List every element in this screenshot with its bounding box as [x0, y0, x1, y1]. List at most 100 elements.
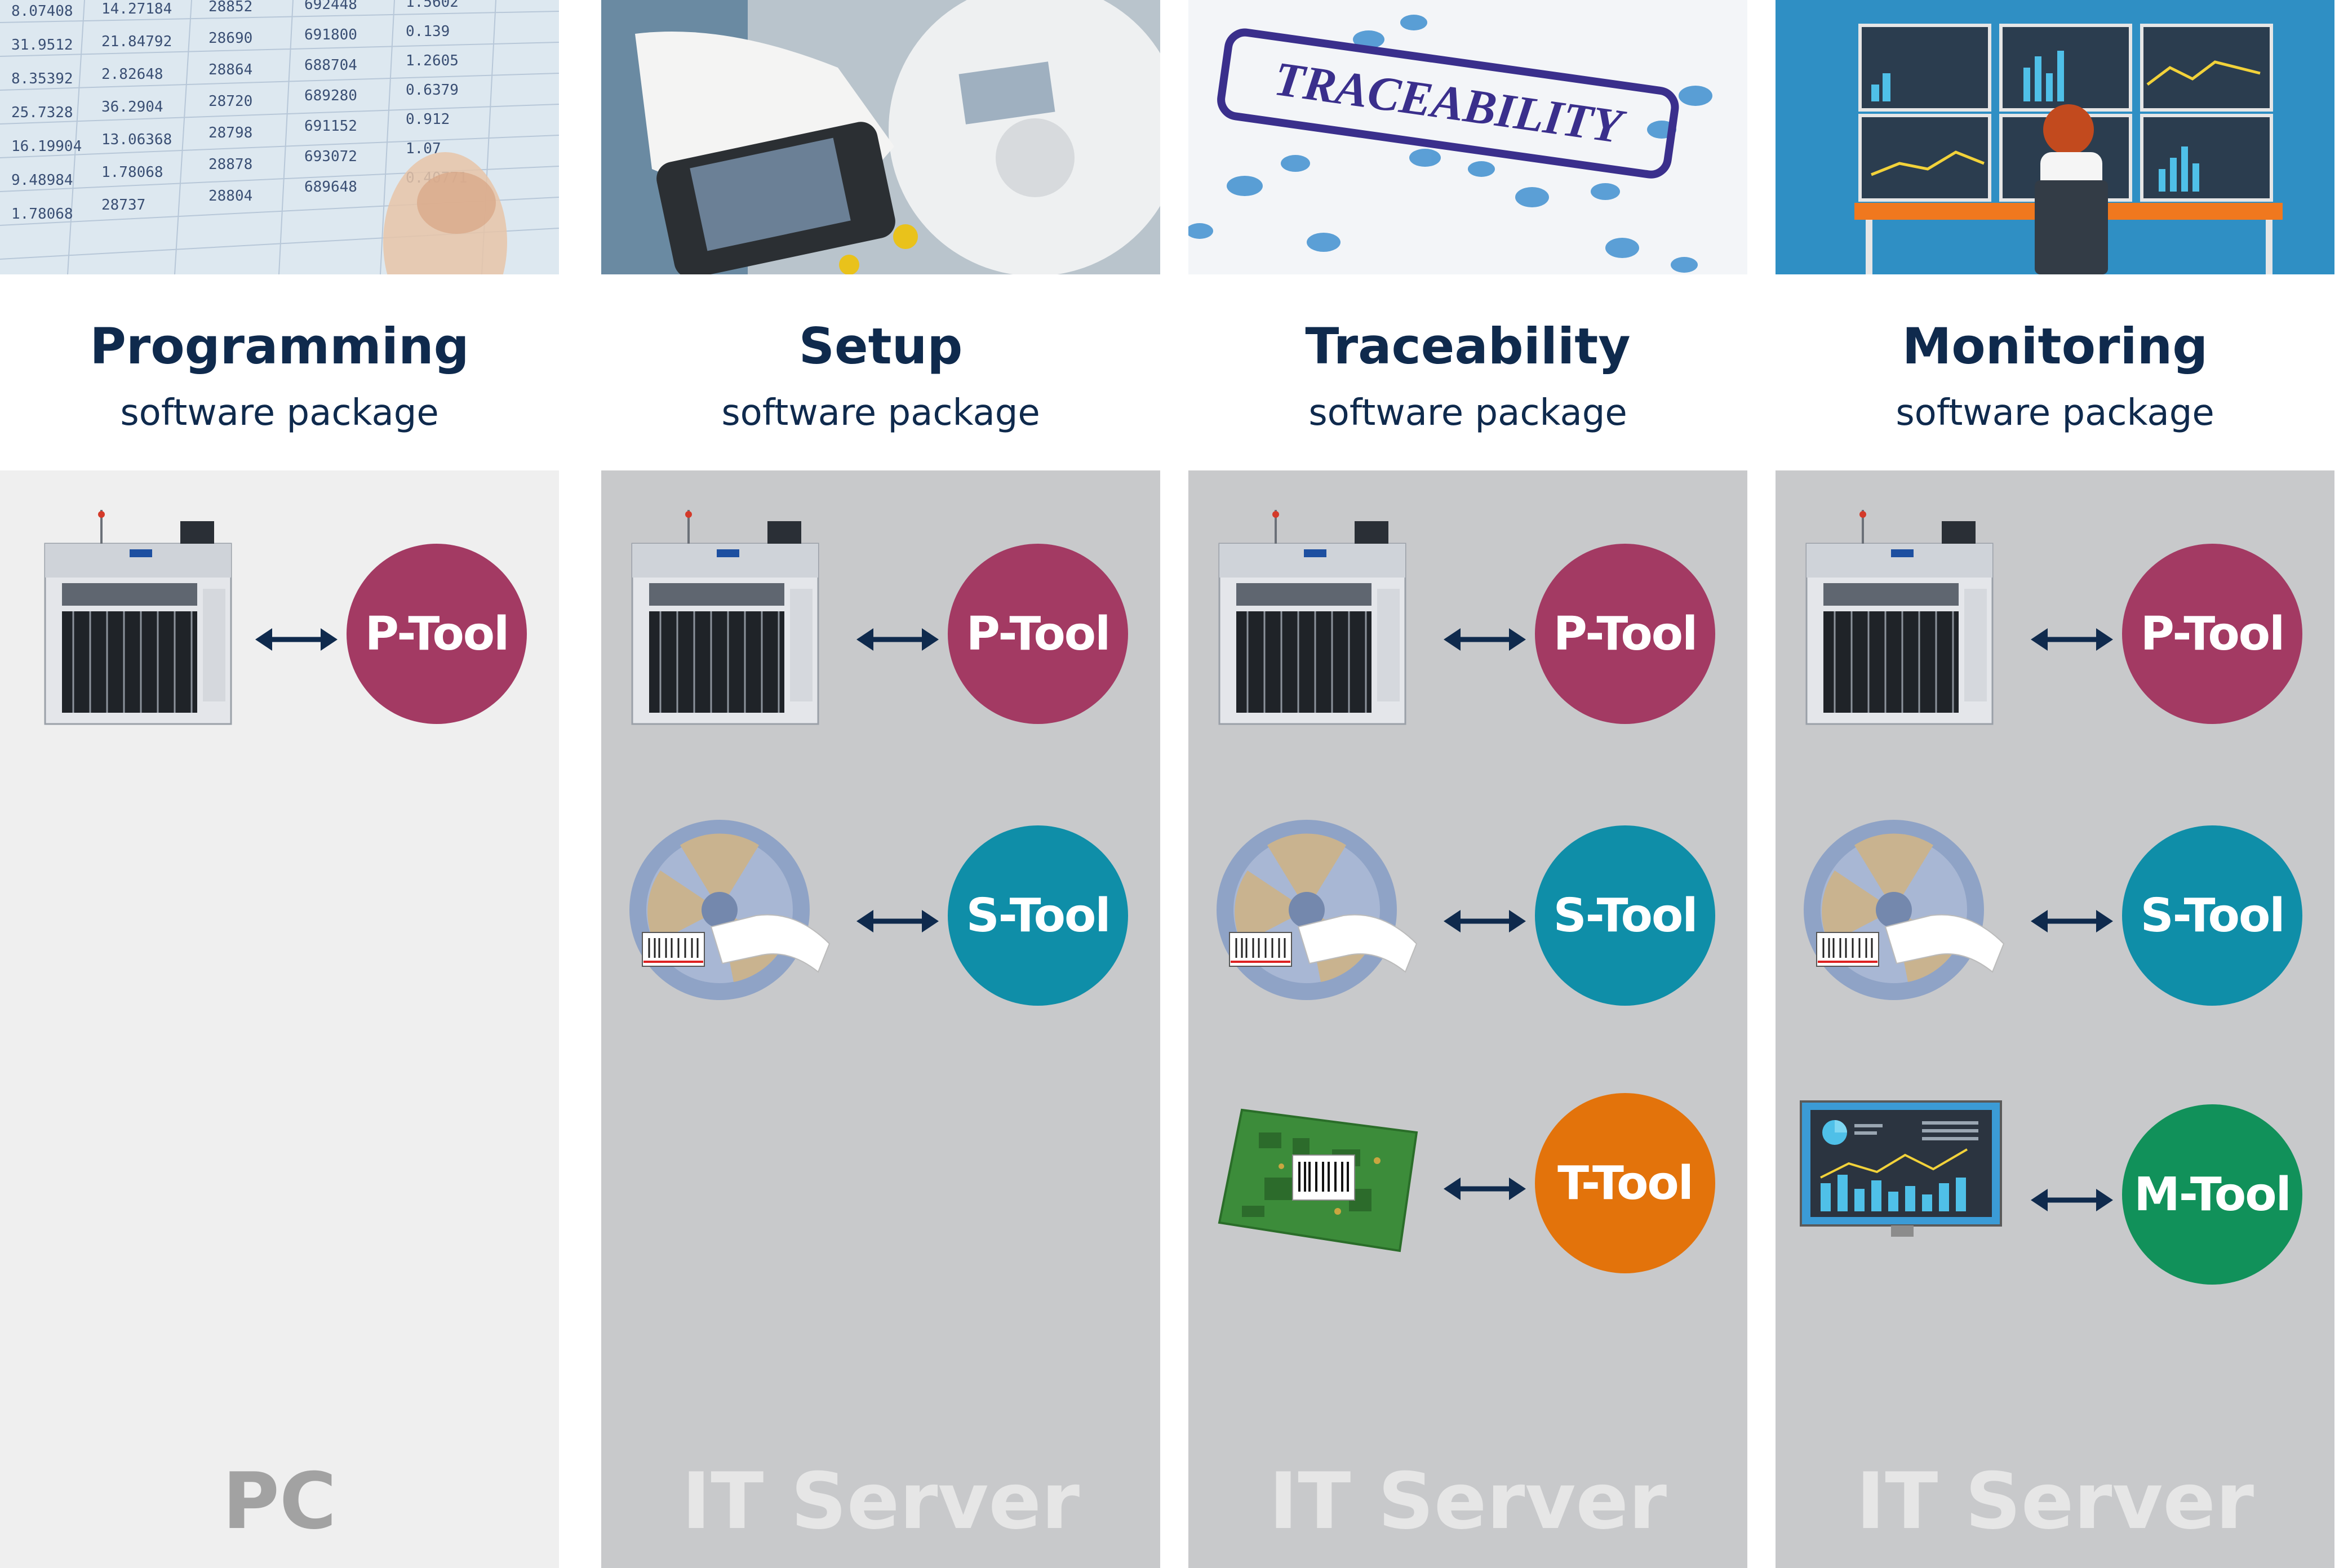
tool-label: P-Tool	[1553, 607, 1698, 661]
column-title: Traceability	[1305, 317, 1631, 375]
svg-text:1.78068: 1.78068	[101, 164, 163, 181]
svg-text:2.82648: 2.82648	[101, 66, 163, 83]
dashboard-monitor-icon	[1798, 1099, 2007, 1242]
tool-row-p: P-Tool	[0, 510, 559, 735]
double-arrow-icon	[2031, 623, 2113, 656]
double-arrow-icon	[1444, 623, 1526, 656]
double-arrow-icon	[2031, 1183, 2113, 1217]
component-reel-scanner-icon	[1801, 814, 2015, 1019]
monitoring-dashboard-photo	[1776, 0, 2334, 274]
svg-text:28878: 28878	[208, 156, 252, 173]
svg-text:31.9512: 31.9512	[11, 37, 73, 54]
tool-row-t: T-Tool	[1188, 1093, 1747, 1285]
column-traceability: TRACEABILITY Traceability software packa…	[1188, 0, 1747, 1568]
svg-text:28737: 28737	[101, 197, 145, 214]
double-arrow-icon	[1444, 904, 1526, 938]
svg-text:1.2605: 1.2605	[406, 52, 459, 69]
svg-text:28864: 28864	[208, 61, 252, 78]
column-subtitle: software package	[120, 392, 439, 434]
tool-label: P-Tool	[365, 607, 509, 661]
svg-text:28720: 28720	[208, 93, 252, 110]
circuit-board-barcode-icon	[1208, 1099, 1433, 1259]
p-tool-badge: P-Tool	[2122, 544, 2302, 724]
svg-text:21.84792: 21.84792	[101, 33, 172, 50]
tool-row-s: S-Tool	[1776, 820, 2334, 1017]
tool-label: T-Tool	[1557, 1156, 1694, 1210]
component-reel-scanner-icon	[1214, 814, 1428, 1019]
tool-row-p: P-Tool	[1776, 510, 2334, 735]
tool-label: S-Tool	[2140, 889, 2285, 943]
host-label: IT Server	[681, 1456, 1080, 1547]
double-arrow-icon	[856, 904, 939, 938]
barcode-scanner-reel-photo	[601, 0, 1160, 274]
tool-row-p: P-Tool	[601, 510, 1160, 735]
svg-text:25.7328: 25.7328	[11, 104, 73, 121]
tool-label: P-Tool	[2140, 607, 2285, 661]
component-reel-scanner-icon	[627, 814, 841, 1019]
svg-text:36.2904: 36.2904	[101, 99, 163, 116]
double-arrow-icon	[2031, 904, 2113, 938]
p-tool-badge: P-Tool	[1535, 544, 1715, 724]
svg-text:9.48984: 9.48984	[11, 172, 73, 189]
m-tool-badge: M-Tool	[2122, 1104, 2302, 1285]
s-tool-badge: S-Tool	[2122, 825, 2302, 1006]
column-setup: Setup software package	[601, 0, 1160, 1568]
it-server-panel: P-Tool	[1188, 470, 1747, 1568]
tool-label: P-Tool	[966, 607, 1111, 661]
svg-text:0.6379: 0.6379	[406, 82, 459, 99]
tool-row-p: P-Tool	[1188, 510, 1747, 735]
traceability-stamp-photo: TRACEABILITY	[1188, 0, 1747, 274]
it-server-panel: P-Tool	[1776, 470, 2334, 1568]
tool-row-s: S-Tool	[1188, 820, 1747, 1017]
t-tool-badge: T-Tool	[1535, 1093, 1715, 1273]
column-subtitle: software package	[1308, 392, 1627, 434]
svg-text:691800: 691800	[304, 26, 357, 43]
svg-text:1.5602: 1.5602	[406, 0, 459, 11]
placement-machine-icon	[1795, 510, 2004, 738]
p-tool-badge: P-Tool	[347, 544, 527, 724]
double-arrow-icon	[1444, 1172, 1526, 1206]
svg-text:688704: 688704	[304, 57, 357, 74]
svg-text:0.139: 0.139	[406, 23, 450, 40]
tool-label: S-Tool	[1553, 889, 1698, 943]
host-label: PC	[222, 1456, 337, 1547]
placement-machine-icon	[1208, 510, 1417, 738]
it-server-panel: P-Tool	[601, 470, 1160, 1568]
svg-text:13.06368: 13.06368	[101, 131, 172, 148]
column-monitoring: Monitoring software package	[1776, 0, 2334, 1568]
host-label: IT Server	[1856, 1456, 2254, 1547]
tool-row-s: S-Tool	[601, 820, 1160, 1017]
tool-label: M-Tool	[2134, 1167, 2291, 1221]
tool-row-m: M-Tool	[1776, 1100, 2334, 1296]
tool-label: S-Tool	[966, 889, 1111, 943]
column-title: Monitoring	[1902, 317, 2208, 375]
column-title: Programming	[90, 317, 469, 375]
placement-machine-icon	[34, 510, 242, 738]
svg-text:691152: 691152	[304, 118, 357, 135]
svg-text:16.19904: 16.19904	[11, 138, 82, 155]
double-arrow-icon	[856, 623, 939, 656]
placement-machine-icon	[621, 510, 829, 738]
svg-text:692448: 692448	[304, 0, 357, 13]
p-tool-badge: P-Tool	[948, 544, 1128, 724]
column-subtitle: software package	[1896, 392, 2214, 434]
svg-text:0.912: 0.912	[406, 111, 450, 128]
svg-text:1.78068: 1.78068	[11, 206, 73, 223]
svg-text:28804: 28804	[208, 188, 252, 205]
svg-text:28690: 28690	[208, 30, 252, 47]
host-label: IT Server	[1268, 1456, 1667, 1547]
pc-panel: P-Tool PC	[0, 470, 559, 1568]
svg-text:689280: 689280	[304, 87, 357, 104]
s-tool-badge: S-Tool	[948, 825, 1128, 1006]
svg-text:14.27184: 14.27184	[101, 1, 172, 17]
s-tool-badge: S-Tool	[1535, 825, 1715, 1006]
column-subtitle: software package	[721, 392, 1040, 434]
svg-text:693072: 693072	[304, 148, 357, 165]
column-title: Setup	[798, 317, 963, 375]
svg-text:28798: 28798	[208, 125, 252, 141]
svg-text:689648: 689648	[304, 179, 357, 196]
svg-text:28852: 28852	[208, 0, 252, 15]
svg-text:8.35392: 8.35392	[11, 70, 73, 87]
